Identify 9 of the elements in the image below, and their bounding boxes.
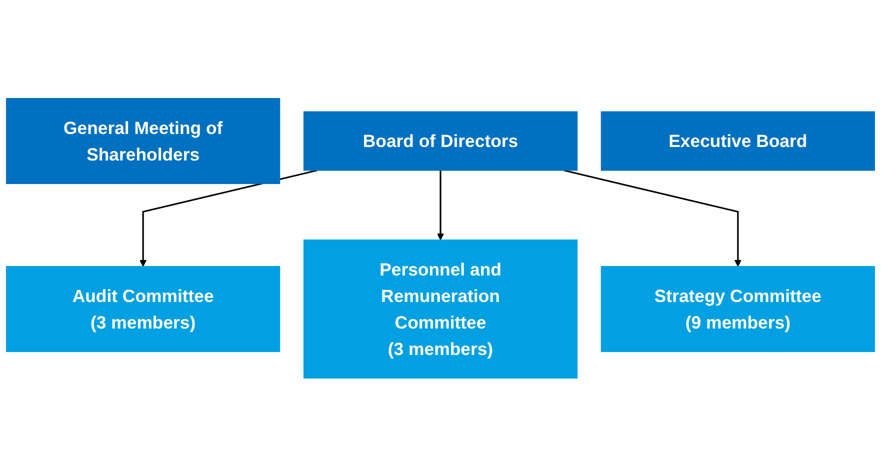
node-box: Audit Committee (3 members) — [6, 266, 280, 352]
arrow — [564, 169, 742, 266]
node-box: Strategy Committee (9 members) — [600, 266, 875, 352]
arrow — [140, 169, 318, 266]
node-box: General Meeting of Shareholders — [6, 98, 280, 184]
node-box: Executive Board — [600, 111, 875, 170]
node-box: Board of Directors — [303, 111, 578, 170]
node-box: Personnel and Remuneration Committee (3 members) — [303, 239, 578, 378]
arrow — [436, 170, 444, 240]
